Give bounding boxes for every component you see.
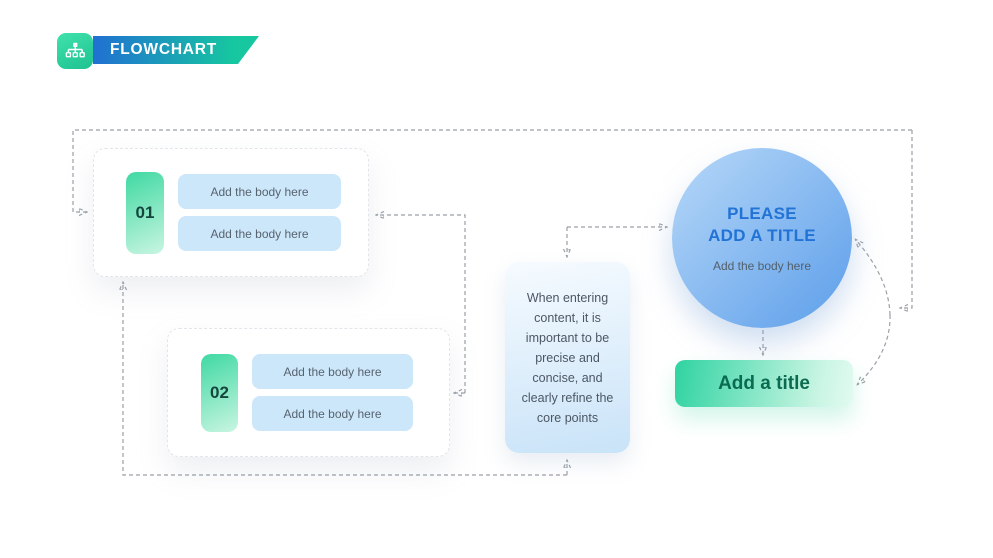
circle-body: Add the body here: [712, 258, 812, 273]
connector-card2-to-card1: [377, 215, 466, 393]
sitemap-icon: [57, 33, 93, 69]
circle-title-line2: ADD A TITLE: [708, 226, 816, 245]
note-box[interactable]: When entering content, it is important t…: [505, 262, 630, 453]
connector-arc-to-circle: [856, 240, 891, 316]
connector-right-rail: [901, 130, 913, 308]
body-placeholder[interactable]: Add the body here: [252, 354, 413, 389]
step-number-badge: 01: [126, 171, 164, 254]
step-card-02[interactable]: 02 Add the body here Add the body here: [167, 328, 450, 457]
page-title: FLOWCHART: [110, 41, 218, 58]
title-circle[interactable]: PLEASE ADD A TITLE Add the body here: [672, 148, 852, 328]
connector-bottom-to-card1: [123, 283, 567, 476]
circle-title-line1: PLEASE: [727, 204, 797, 224]
page-title-banner: FLOWCHART: [93, 36, 259, 64]
connector-arc-to-button: [858, 314, 891, 384]
step-card-01[interactable]: 01 Add the body here Add the body here: [93, 148, 369, 277]
connector-top-to-card1: [72, 129, 912, 212]
body-placeholder[interactable]: Add the body here: [252, 396, 413, 431]
body-placeholder[interactable]: Add the body here: [178, 174, 341, 209]
step-number-badge: 02: [201, 353, 238, 432]
note-text: When entering content, it is important t…: [521, 290, 614, 425]
add-title-button[interactable]: Add a title: [675, 360, 853, 407]
body-placeholder[interactable]: Add the body here: [178, 216, 341, 251]
